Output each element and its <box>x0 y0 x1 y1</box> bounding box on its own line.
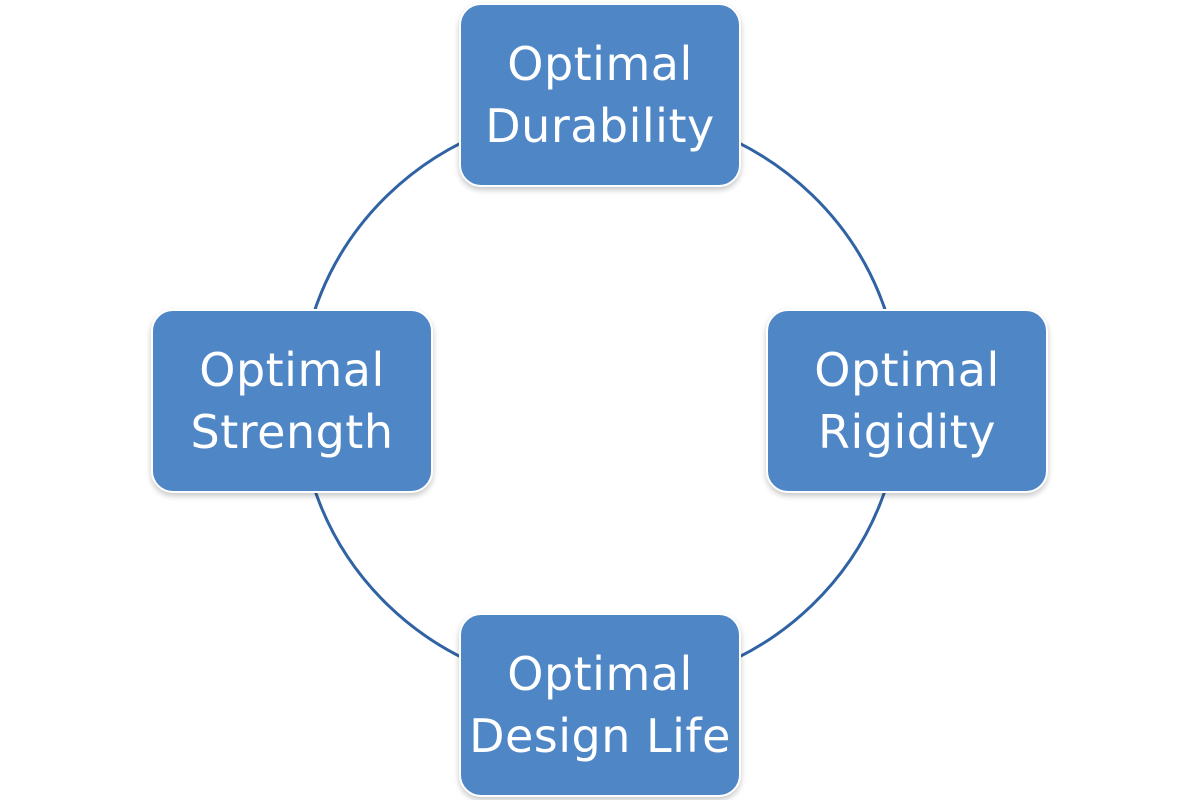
node-optimal-design-life: Optimal Design Life <box>459 613 741 797</box>
node-optimal-durability: Optimal Durability <box>459 3 741 187</box>
node-label-line1: Optimal <box>507 647 693 701</box>
node-label-line2: Design Life <box>469 709 731 763</box>
node-optimal-strength: Optimal Strength <box>151 309 433 493</box>
node-label-line1: Optimal <box>199 343 385 397</box>
node-label-line1: Optimal <box>814 343 1000 397</box>
node-label-line2: Strength <box>190 405 394 459</box>
node-label-line1: Optimal <box>507 37 693 91</box>
node-label-line2: Durability <box>485 99 715 153</box>
node-optimal-rigidity: Optimal Rigidity <box>766 309 1048 493</box>
node-label-line2: Rigidity <box>818 405 996 459</box>
